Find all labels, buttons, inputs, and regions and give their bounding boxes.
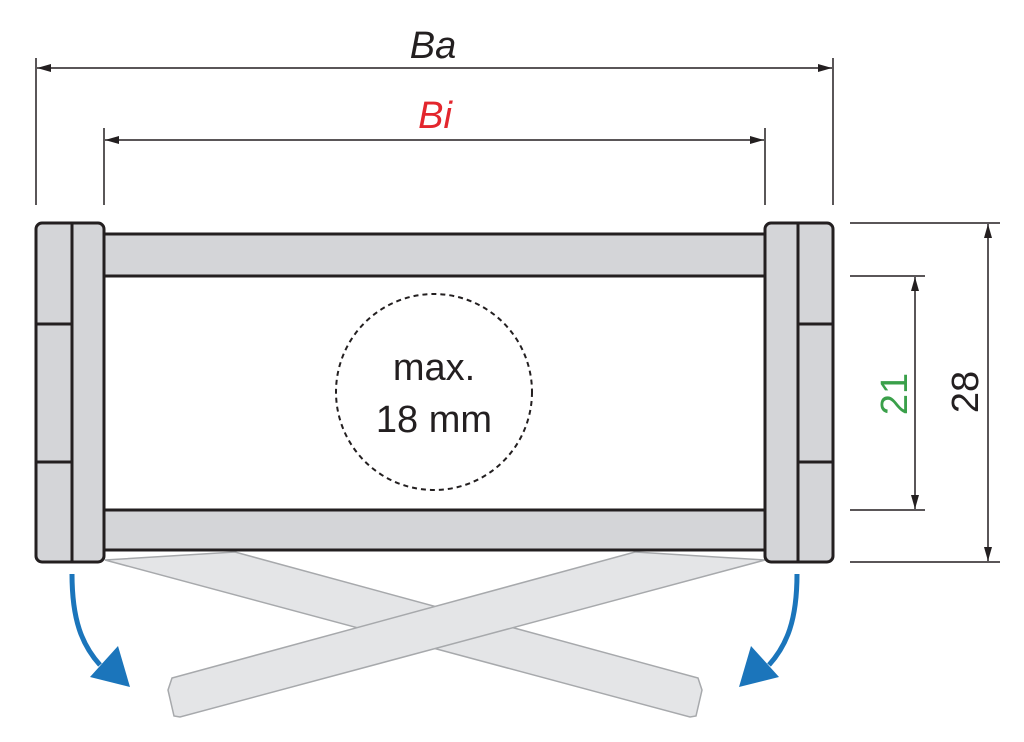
max-cable-diameter-circle: max. 18 mm bbox=[335, 293, 533, 491]
right-side-link bbox=[763, 221, 835, 564]
inner-height-dimension: 21 bbox=[850, 275, 925, 511]
opened-crossbar-right bbox=[167, 551, 766, 718]
open-arrow-left-icon bbox=[69, 573, 130, 687]
outer-height-dimension: 28 bbox=[850, 222, 1000, 563]
outer-height-label: 28 bbox=[945, 371, 987, 413]
inner-width-dimension: Bi bbox=[103, 95, 766, 205]
outer-width-label: Ba bbox=[410, 25, 456, 67]
bottom-crossbar bbox=[98, 508, 770, 552]
inner-height-label: 21 bbox=[874, 373, 916, 415]
outer-width-dimension: Ba bbox=[35, 25, 834, 205]
open-arrow-right-icon bbox=[739, 573, 800, 687]
left-side-link bbox=[34, 221, 106, 564]
cable-label-line1: max. bbox=[393, 347, 475, 389]
cable-label-line2: 18 mm bbox=[376, 399, 492, 441]
inner-width-label: Bi bbox=[418, 95, 453, 137]
top-crossbar bbox=[98, 232, 770, 278]
